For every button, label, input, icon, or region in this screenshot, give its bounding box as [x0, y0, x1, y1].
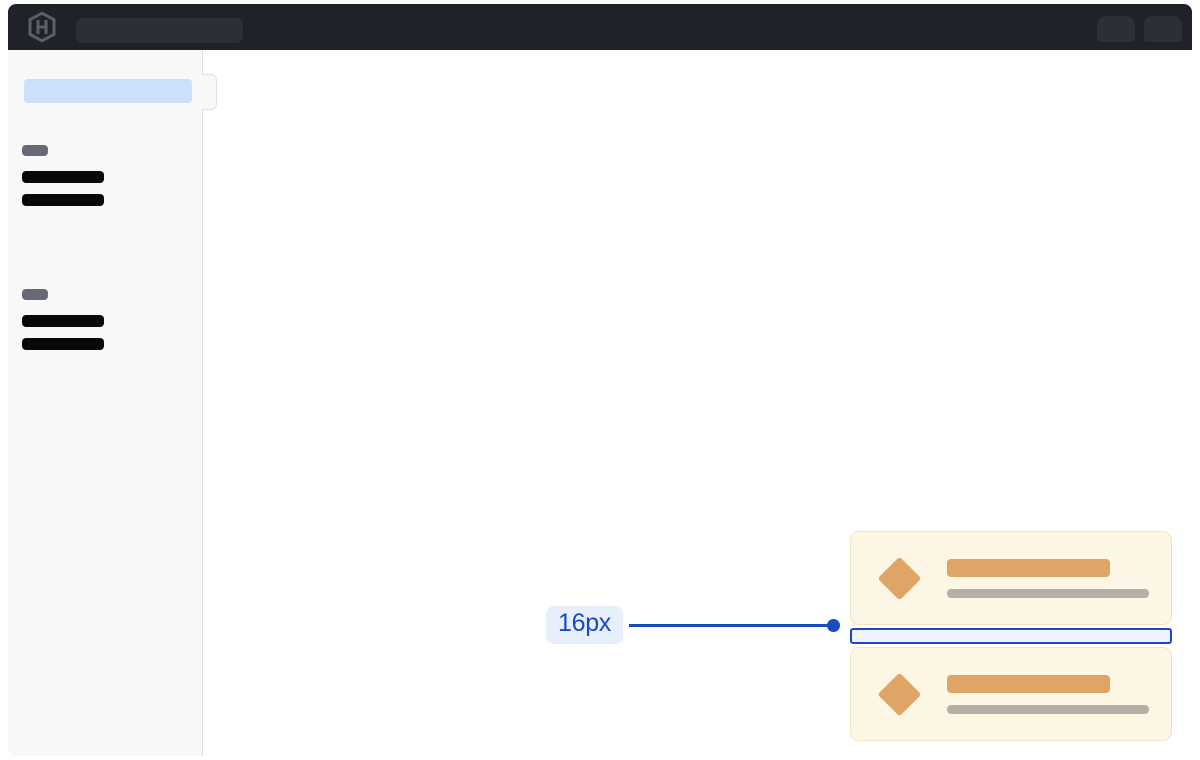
card-1-title: [947, 558, 1110, 577]
topbar-actions: [1097, 16, 1182, 42]
topbar-action-2-button[interactable]: [1144, 16, 1182, 42]
spacing-measurement-annotation: 16px: [546, 605, 841, 645]
info-card-2[interactable]: [850, 647, 1172, 741]
sidebar-collapse-handle[interactable]: [202, 74, 217, 110]
sidebar-item-g2-2[interactable]: [22, 338, 104, 350]
top-navigation-bar: [8, 4, 1192, 50]
sidebar-active-item[interactable]: [24, 79, 192, 103]
content-area: 16px: [8, 50, 1192, 756]
main-canvas: 16px: [203, 50, 1192, 756]
topbar-action-1-button[interactable]: [1097, 16, 1135, 42]
card-stack: [850, 531, 1172, 741]
hashicorp-hexagon-logo-icon[interactable]: [26, 11, 58, 43]
sidebar-group-1: [22, 145, 104, 217]
global-search-input[interactable]: [76, 18, 243, 43]
info-card-1[interactable]: [850, 531, 1172, 625]
sidebar-group-2: [22, 289, 104, 361]
sidebar-item-g1-1[interactable]: [22, 171, 104, 183]
spacing-gap-highlight: [850, 628, 1172, 644]
card-1-text-block: [947, 558, 1149, 598]
sidebar-group-1-label: [22, 145, 48, 156]
diamond-icon: [877, 672, 922, 716]
measurement-leader-line: [629, 623, 830, 627]
sidebar: [8, 50, 217, 756]
sidebar-item-g2-1[interactable]: [22, 315, 104, 327]
spacing-measurement-value: 16px: [546, 606, 624, 644]
card-1-subtitle: [947, 588, 1149, 598]
card-2-text-block: [947, 674, 1149, 714]
card-2-subtitle: [947, 704, 1149, 714]
sidebar-item-g1-2[interactable]: [22, 194, 104, 206]
card-2-title: [947, 674, 1110, 693]
diamond-icon: [877, 556, 922, 600]
measurement-endpoint-dot: [827, 618, 841, 632]
sidebar-group-2-label: [22, 289, 48, 300]
